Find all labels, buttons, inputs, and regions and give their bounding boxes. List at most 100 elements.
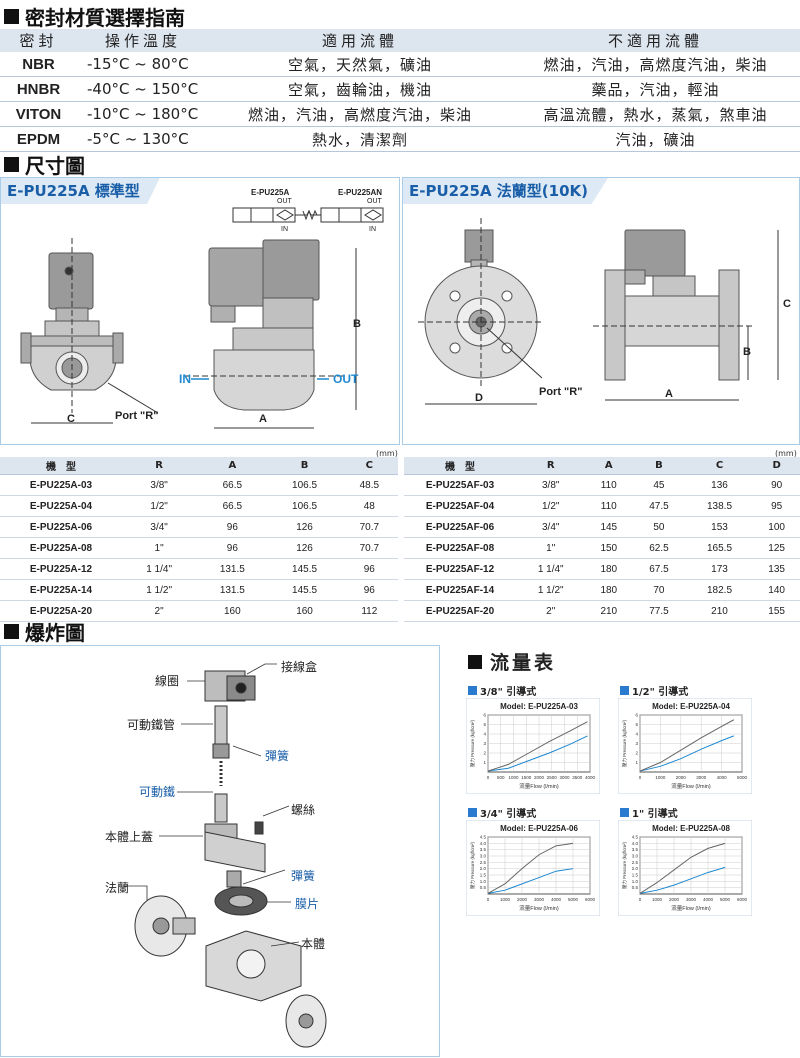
- series-line-1: [487, 735, 588, 772]
- y-axis-label: 壓力 Pressure (kgf/cm²): [621, 841, 628, 889]
- y-tick-label: 3: [483, 741, 486, 746]
- y-tick-label: 0.5: [632, 885, 639, 890]
- seal-row: NBR -15°C ~ 80°C 空氣，天然氣，礦油 燃油，汽油，高燃度汽油，柴…: [0, 52, 800, 77]
- y-tick-label: 6: [635, 713, 638, 718]
- spec-cell: 145.5: [268, 558, 341, 580]
- spec-cell: 90: [753, 474, 800, 496]
- series-line-2: [487, 842, 574, 894]
- y-tick-label: 2.0: [632, 866, 639, 871]
- spec-header-c: C: [685, 457, 754, 475]
- flange-dim-a-label: A: [665, 388, 673, 400]
- y-tick-label: 4.5: [632, 835, 639, 840]
- y-tick-label: 5: [483, 722, 486, 727]
- spec-cell: 210: [685, 600, 754, 622]
- spec-header-model: 機 型: [404, 457, 516, 475]
- spec-cell: 100: [753, 516, 800, 538]
- y-tick-label: 5: [635, 722, 638, 727]
- spec-cell-model: E-PU225AF-06: [404, 516, 516, 538]
- spec-cell: 96: [340, 579, 398, 601]
- standard-drawing-panel: E-PU225A 標準型 E-PU225A E-PU225AN OUT OUT …: [0, 177, 400, 445]
- seal-name: VITON: [0, 101, 77, 127]
- square-bullet-icon: [4, 624, 19, 639]
- symbol-in-2: IN: [369, 226, 376, 233]
- series-line-2: [639, 842, 726, 894]
- standard-port-label: Port "R": [115, 410, 159, 422]
- spec-header-r: R: [122, 457, 197, 475]
- spec-cell: 3/4": [122, 516, 197, 538]
- spec-cell: 50: [632, 516, 686, 538]
- x-tick-label: 2000: [669, 897, 680, 902]
- spec-cell: 66.5: [196, 474, 269, 496]
- spec-cell: 70.7: [340, 516, 398, 538]
- seal-suitable: 燃油，汽油，高燃度汽油，柴油: [209, 101, 511, 127]
- spec-cell: 70.7: [340, 537, 398, 559]
- spec-cell: 153: [685, 516, 754, 538]
- square-bullet-icon: [4, 157, 19, 172]
- spec-cell: 110: [585, 495, 633, 517]
- spec-cell: 95: [753, 495, 800, 517]
- x-tick-label: 0: [639, 775, 642, 780]
- seal-unsuitable: 高溫流體，熱水，蒸氣，煞車油: [511, 101, 800, 127]
- x-axis-label: 流量Flow (l/min): [671, 782, 711, 790]
- chart-caption-4: 1" 引導式: [620, 805, 678, 820]
- spec-cell: 1 1/2": [516, 579, 586, 601]
- exploded-section-title: 爆炸圖: [4, 617, 85, 646]
- spec-cell: 180: [585, 558, 633, 580]
- spec-cell: 2": [516, 600, 586, 622]
- y-tick-label: 4.5: [480, 835, 487, 840]
- dim-b-label: B: [353, 318, 361, 330]
- chart-title: Model: E-PU225A-04: [652, 702, 730, 711]
- spec-cell: 1": [516, 537, 586, 559]
- spec-cell: 70: [632, 579, 686, 601]
- x-tick-label: 3000: [559, 775, 570, 780]
- spec-cell: 1 1/2": [122, 579, 197, 601]
- spec-cell-model: E-PU225AF-08: [404, 537, 516, 559]
- seal-name: NBR: [0, 52, 77, 77]
- spec-cell: 145.5: [268, 579, 341, 601]
- x-tick-label: 3000: [534, 897, 545, 902]
- chart-caption-3: 3/4" 引導式: [468, 805, 536, 820]
- x-tick-label: 3500: [572, 775, 583, 780]
- flow-in-label: IN: [179, 372, 191, 386]
- label-coil: 線圈: [155, 674, 180, 688]
- square-bullet-icon: [468, 654, 482, 669]
- spec-cell-model: E-PU225A-08: [0, 537, 122, 559]
- y-tick-label: 1.0: [632, 879, 639, 884]
- y-tick-label: 4.0: [480, 841, 487, 846]
- spec-cell-model: E-PU225AF-14: [404, 579, 516, 601]
- header-seal: 密封: [0, 29, 77, 52]
- spec-cell: 145: [585, 516, 633, 538]
- y-tick-label: 4.0: [632, 841, 639, 846]
- series-line-2: [487, 721, 588, 772]
- seal-table: 密封 操作溫度 適用流體 不適用流體 NBR -15°C ~ 80°C 空氣，天…: [0, 29, 800, 152]
- flange-dim-b-label: B: [743, 346, 751, 358]
- spec-header-d: D: [753, 457, 800, 475]
- spec-header: 機 型 R A B C: [0, 457, 398, 475]
- spec-cell: 131.5: [196, 579, 269, 601]
- seal-temp: -10°C ~ 180°C: [77, 101, 209, 127]
- chart-caption-2: 1/2" 引導式: [620, 683, 688, 698]
- x-tick-label: 0: [639, 897, 642, 902]
- spec-cell: 1/2": [516, 495, 586, 517]
- x-tick-label: 0: [487, 775, 490, 780]
- label-spring-1: 彈簧: [265, 749, 290, 763]
- x-tick-label: 1000: [655, 775, 666, 780]
- spec-cell: 110: [585, 474, 633, 496]
- caption-bullet-icon: [620, 808, 629, 817]
- x-tick-label: 2000: [676, 775, 687, 780]
- spec-cell: 77.5: [632, 600, 686, 622]
- y-axis-label: 壓力 Pressure (kgf/cm²): [469, 841, 476, 889]
- x-tick-label: 4000: [585, 775, 596, 780]
- standard-valve-drawing: [20, 207, 384, 429]
- chart-caption-1: 3/8" 引導式: [468, 683, 536, 698]
- spec-cell: 45: [632, 474, 686, 496]
- y-tick-label: 6: [483, 713, 486, 718]
- flange-dim-c-label: C: [783, 298, 791, 310]
- spec-cell-model: E-PU225A-20: [0, 600, 122, 622]
- x-tick-label: 4000: [717, 775, 728, 780]
